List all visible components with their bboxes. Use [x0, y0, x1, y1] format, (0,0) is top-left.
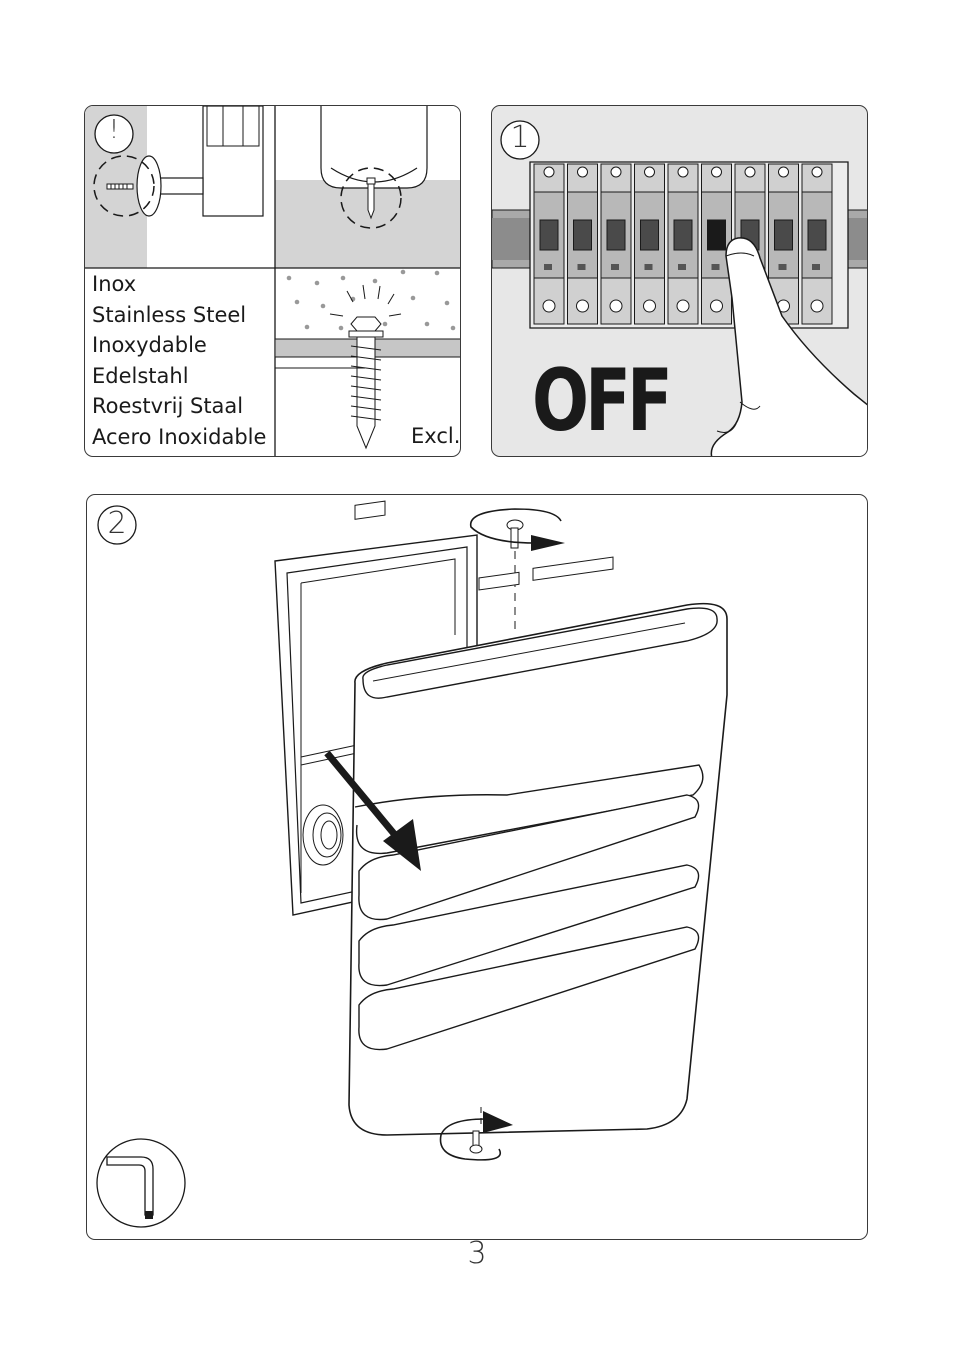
- breaker-module: [676, 299, 690, 313]
- screw-icon: [506, 519, 524, 549]
- material-item: Acero Inoxidable: [92, 424, 267, 449]
- lamp-removal-illustration: [96, 500, 728, 1228]
- warning-symbol: !: [108, 115, 120, 145]
- step-number: 2: [107, 506, 127, 541]
- warning-illustration: [85, 106, 460, 456]
- off-label: OFF: [532, 351, 673, 451]
- circuit-breaker-illustration: [492, 120, 867, 456]
- rotate-arrow-icon: [470, 508, 565, 551]
- breaker-module: [810, 299, 824, 313]
- page-number: 3: [467, 1236, 487, 1271]
- step1-panel: 1 OFF: [491, 105, 868, 457]
- warning-panel: ! Inox Stainless Steel Inoxydable Edelst…: [84, 105, 461, 457]
- screw-icon: [469, 1130, 483, 1154]
- breaker-module: [609, 299, 623, 313]
- material-item: Stainless Steel: [92, 302, 247, 327]
- excluded-label: Excl.: [411, 424, 461, 448]
- breaker-module: [643, 299, 656, 313]
- material-item: Roestvrij Staal: [92, 394, 244, 418]
- screw-icon: [106, 183, 134, 190]
- breaker-module: [710, 299, 723, 313]
- rotate-arrow-icon: [439, 1111, 513, 1161]
- breaker-module: [576, 299, 589, 313]
- warning-exclamation-icon: [94, 114, 134, 154]
- material-item: Inox: [92, 272, 137, 296]
- allen-key-icon: [96, 1138, 186, 1228]
- material-item: Inoxydable: [92, 333, 207, 357]
- breaker-module: [542, 299, 556, 313]
- step-number: 1: [510, 120, 530, 155]
- material-item: Edelstahl: [92, 363, 189, 388]
- materials-list: Inox Stainless Steel Inoxydable Edelstah…: [92, 269, 274, 452]
- step2-panel: 2: [86, 494, 868, 1240]
